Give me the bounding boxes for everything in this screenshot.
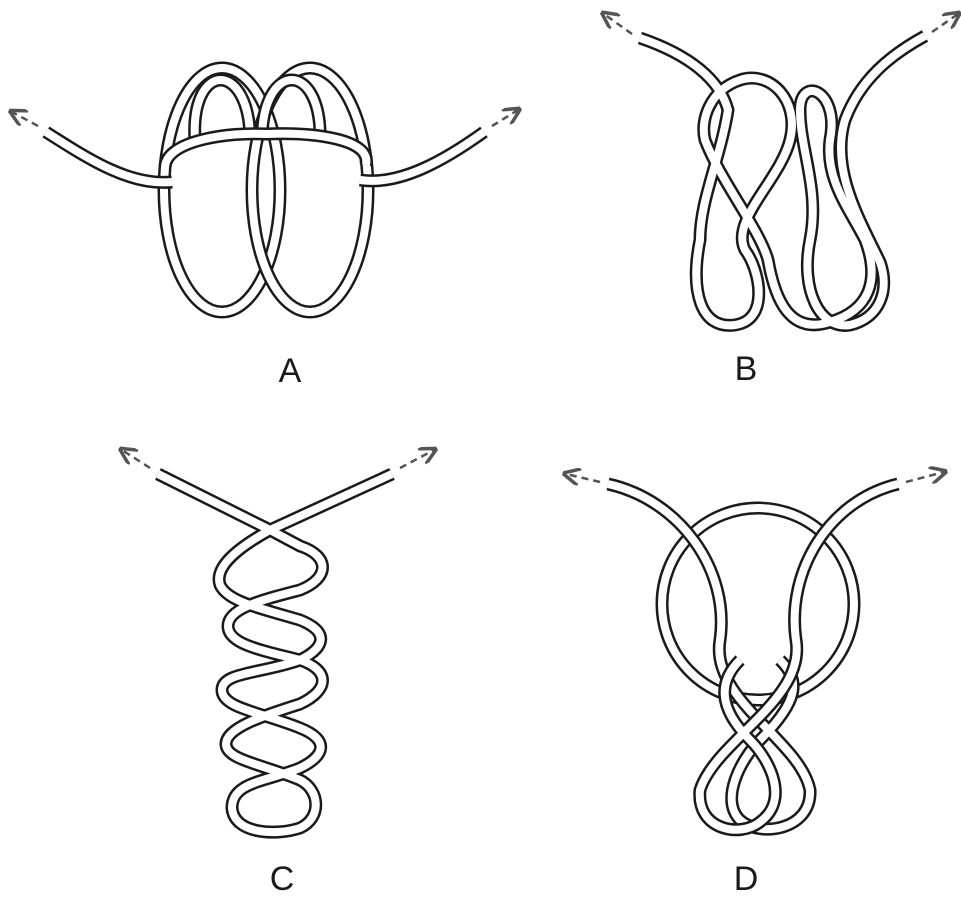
- panel-b-label: B: [735, 350, 758, 388]
- panel-c: C: [122, 450, 434, 898]
- panel-a-oval-right-core: [248, 64, 372, 316]
- panel-d-label: D: [734, 860, 759, 898]
- panel-c-arrow-left: [122, 450, 151, 470]
- panel-c-knot: [155, 468, 395, 839]
- panel-c-body-core: [156, 470, 394, 837]
- panel-a: A: [12, 61, 518, 390]
- panel-a-tail-right-outline: [359, 126, 488, 188]
- panel-d-arrow-left: [566, 474, 601, 482]
- panel-d-ring-core: [658, 504, 858, 704]
- panel-d-knot: [606, 477, 900, 837]
- panel-a-tail-right-core: [359, 128, 487, 185]
- panel-d-right-strand-core: [695, 480, 899, 834]
- panel-c-label: C: [270, 860, 295, 898]
- panel-d-left-strand-core: [607, 480, 815, 834]
- panel-b-arrow-left: [604, 14, 633, 36]
- panel-b-body-core: [638, 32, 927, 330]
- panel-a-label: A: [279, 352, 302, 390]
- panel-c-arrow-right: [399, 450, 434, 470]
- panel-a-top-loops-core: [190, 76, 325, 141]
- panel-a-oval-left-core: [160, 64, 284, 316]
- panel-a-arrow-left: [12, 112, 39, 128]
- panel-b-arrow-right: [931, 14, 958, 34]
- panel-b-knot: [637, 30, 929, 332]
- panel-a-arrow-right: [491, 110, 518, 128]
- panel-d: D: [566, 472, 944, 898]
- panel-d-arrow-right: [905, 472, 944, 482]
- panel-a-band-core: [161, 129, 371, 169]
- panel-a-tail-left-core: [43, 128, 173, 187]
- panel-a-knot: [42, 61, 488, 319]
- panel-b: B: [604, 14, 958, 388]
